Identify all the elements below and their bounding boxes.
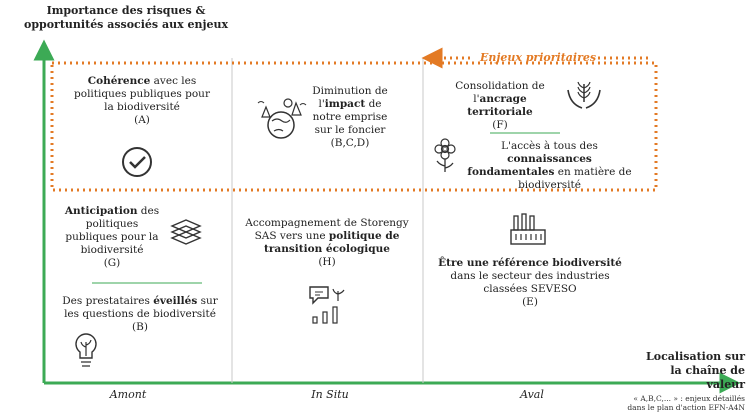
cell-impact: Diminution de l'impact de notre emprise … <box>305 85 395 150</box>
cell-connaissances: L'accès à tous des connaissances fondame… <box>462 140 637 192</box>
cell-coherence: Cohérence avec les politiques publiques … <box>72 75 212 127</box>
cell-anticipation-ref: (G) <box>103 257 121 269</box>
priority-label: Enjeux prioritaires <box>480 51 597 64</box>
lightbulb-plant-icon <box>72 330 100 376</box>
cell-accompagnement-text: Accompagnement de Storengy SAS vers une <box>245 217 409 242</box>
cell-ancrage: Consolidation de l'ancrage territoriale … <box>440 80 560 132</box>
cell-impact-text-1: Diminution de l' <box>312 85 388 110</box>
cell-impact-bold: impact <box>324 98 366 110</box>
cell-reference-ref: (E) <box>522 296 538 308</box>
cell-prestataires: Des prestataires éveillés sur les questi… <box>60 295 220 334</box>
column-title-in-situ: In Situ <box>311 388 349 401</box>
landscape-globe-icon <box>252 95 310 145</box>
cell-prestataires-bold: éveillés <box>153 295 198 307</box>
hands-plant-icon <box>565 78 603 116</box>
check-circle-icon <box>120 145 154 183</box>
cell-anticipation: Anticipation des politiques publiques po… <box>62 205 162 270</box>
cell-impact-ref: (B,C,D) <box>330 137 370 149</box>
y-axis-label: Importance des risques & opportunités as… <box>24 4 228 31</box>
cell-anticipation-text: des politiques publiques pour la biodive… <box>65 205 160 256</box>
cell-accompagnement-ref: (H) <box>318 256 336 268</box>
cell-ancrage-bold: ancrage territoriale <box>467 93 533 118</box>
cell-ancrage-ref: (F) <box>492 119 508 131</box>
cell-ancrage-text: Consolidation de l' <box>455 80 545 105</box>
cell-connaissances-text-2: en matière de biodiversité <box>518 166 632 191</box>
cell-accompagnement: Accompagnement de Storengy SAS vers une … <box>242 217 412 269</box>
books-icon <box>168 216 204 252</box>
cell-reference-text: dans le secteur des industries classées … <box>450 270 610 295</box>
cell-coherence-bold: Cohérence <box>87 75 151 87</box>
chat-growth-icon <box>306 283 352 333</box>
cell-prestataires-ref: (B) <box>132 321 148 333</box>
cell-coherence-ref: (A) <box>134 114 150 126</box>
column-title-aval: Aval <box>520 388 544 401</box>
cell-connaissances-bold: connaissances fondamentales <box>467 153 592 178</box>
cell-impact-text-2: de notre emprise sur le foncier <box>312 98 388 136</box>
factory-icon <box>508 212 548 252</box>
cell-reference: Être une référence biodiversité dans le … <box>437 257 623 309</box>
priority-zone <box>50 61 658 192</box>
column-title-amont: Amont <box>109 388 147 401</box>
cell-anticipation-bold: Anticipation <box>64 205 138 217</box>
cell-accompagnement-bold: politique de transition écologique <box>264 230 400 255</box>
cell-connaissances-text-1: L'accès à tous des <box>501 140 598 152</box>
cell-coherence-text: avec les politiques publiques pour la bi… <box>74 75 210 113</box>
flower-icon <box>430 138 460 178</box>
footnote: « A,B,C,... » : enjeux détaillés dans le… <box>627 394 745 412</box>
cell-prestataires-text-2: sur les questions de biodiversité <box>64 295 218 320</box>
cell-reference-bold: Être une référence biodiversité <box>438 257 622 269</box>
cell-prestataires-text-1: Des prestataires <box>62 295 154 307</box>
x-axis-label: Localisation sur la chaîne de valeur <box>646 350 745 391</box>
